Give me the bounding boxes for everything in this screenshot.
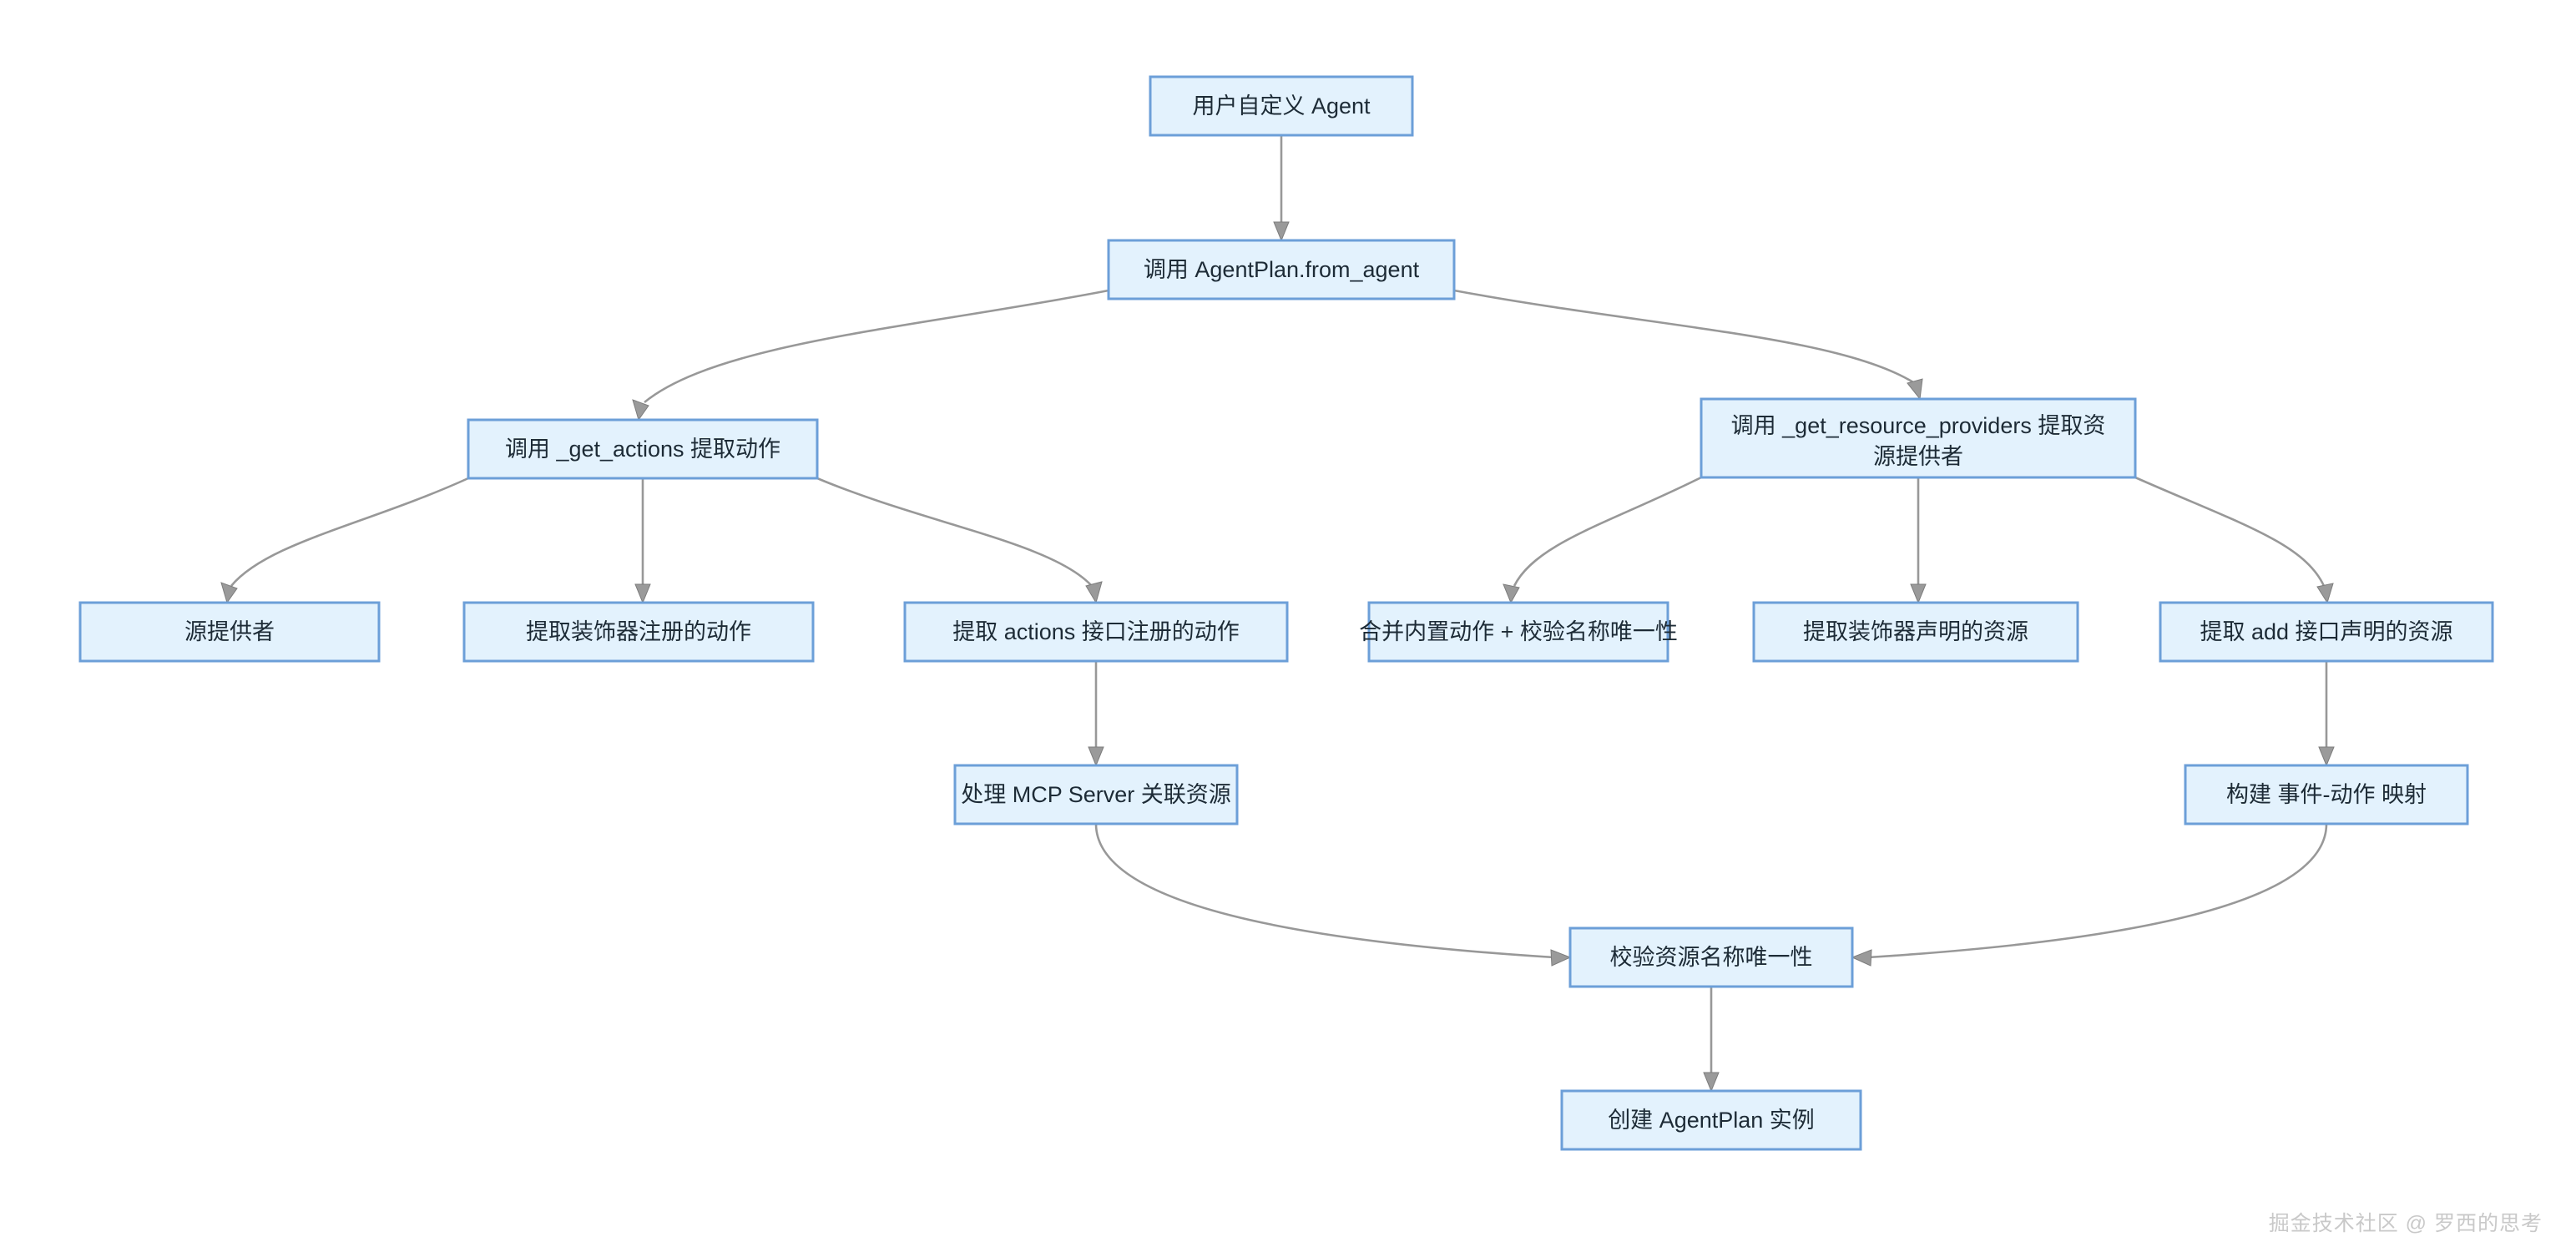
node-extract-decorator-actions[interactable]: 源提供者 xyxy=(78,601,381,663)
node-extract-actions-interface[interactable]: 提取装饰器注册的动作 xyxy=(462,601,815,663)
node-build-event-action-map[interactable]: 处理 MCP Server 关联资源 xyxy=(953,764,1239,825)
edge-resource-providers-to-add-interface xyxy=(1910,477,1927,604)
node-agentplan-executable-plan[interactable]: 创建 AgentPlan 实例 xyxy=(1560,1089,1862,1151)
edge-event-action-map-to-create-agentplan xyxy=(1094,823,1572,967)
node-call-get-resource-providers[interactable]: 调用 _get_resource_providers 提取资 源提供者 xyxy=(1700,397,2137,479)
edge-from-agent-to-get-actions xyxy=(632,289,1109,422)
node-handle-mcp-server-resources[interactable]: 提取 add 接口声明的资源 xyxy=(2159,601,2494,663)
node-label-extract-decorator-actions: 源提供者 xyxy=(184,619,275,644)
node-label-user-agent: 用户自定义 Agent xyxy=(1192,93,1371,119)
node-label-extract-decorator-resources: 合并内置动作 + 校验名称唯一性 xyxy=(1359,619,1678,644)
node-label-extract-actions-interface: 提取装饰器注册的动作 xyxy=(526,619,751,644)
edge-merge-builtin-to-event-action-map xyxy=(1088,661,1104,767)
node-user-agent[interactable]: 用户自定义 Agent xyxy=(1149,75,1414,137)
node-label-create-agentplan-instance: 校验资源名称唯一性 xyxy=(1610,945,1813,970)
edge-get-actions-to-decorator-actions xyxy=(220,477,469,604)
watermark-text: 掘金技术社区 @ 罗西的思考 xyxy=(2268,1212,2543,1235)
edge-create-agentplan-to-executable-plan xyxy=(1703,987,1720,1093)
node-call-get-actions[interactable]: 调用 _get_actions 提取动作 xyxy=(467,418,819,480)
node-layer: 用户自定义 Agent 调用 AgentPlan.from_agent 调用 _… xyxy=(78,75,2494,1151)
node-validate-resource-names[interactable]: 构建 事件-动作 映射 xyxy=(2184,764,2469,825)
edge-get-actions-to-actions-interface xyxy=(634,478,651,604)
edge-mcp-server-to-resource-name-check xyxy=(2318,661,2335,767)
node-label-merge-builtin-actions: 提取 actions 接口注册的动作 xyxy=(952,619,1240,644)
node-call-from-agent[interactable]: 调用 AgentPlan.from_agent xyxy=(1107,239,1456,300)
edge-get-actions-to-merge-builtin xyxy=(816,477,1103,604)
node-label-validate-resource-names: 构建 事件-动作 映射 xyxy=(2226,782,2427,807)
node-create-agentplan-instance[interactable]: 校验资源名称唯一性 xyxy=(1568,926,1854,988)
node-label-handle-mcp-server-resources: 提取 add 接口声明的资源 xyxy=(2200,619,2452,644)
edge-layer xyxy=(220,135,2335,1093)
edge-from-agent-to-get-resource-providers xyxy=(1453,289,1923,401)
node-merge-builtin-actions[interactable]: 提取 actions 接口注册的动作 xyxy=(903,601,1289,663)
node-label-extract-add-interface-resources: 提取装饰器声明的资源 xyxy=(1803,619,2028,644)
edge-resource-providers-to-decorator-resources xyxy=(1503,476,1702,604)
node-label-agentplan-executable-plan: 创建 AgentPlan 实例 xyxy=(1608,1108,1815,1133)
node-label-build-event-action-map: 处理 MCP Server 关联资源 xyxy=(961,782,1231,807)
edge-resource-providers-to-mcp-server xyxy=(2134,476,2334,604)
edge-resource-name-check-to-create-agentplan xyxy=(1851,823,2328,967)
node-label-call-from-agent: 调用 AgentPlan.from_agent xyxy=(1144,257,1420,282)
node-label-call-get-actions: 调用 _get_actions 提取动作 xyxy=(505,437,780,462)
edge-user-agent-to-from-agent xyxy=(1273,135,1290,242)
node-extract-decorator-resources[interactable]: 合并内置动作 + 校验名称唯一性 xyxy=(1359,601,1678,663)
node-extract-add-interface-resources[interactable]: 提取装饰器声明的资源 xyxy=(1752,601,2079,663)
node-label-call-get-resource-providers-line2: 源提供者 xyxy=(1873,444,1963,469)
node-label-call-get-resource-providers-line1: 调用 _get_resource_providers 提取资 xyxy=(1731,413,2106,438)
